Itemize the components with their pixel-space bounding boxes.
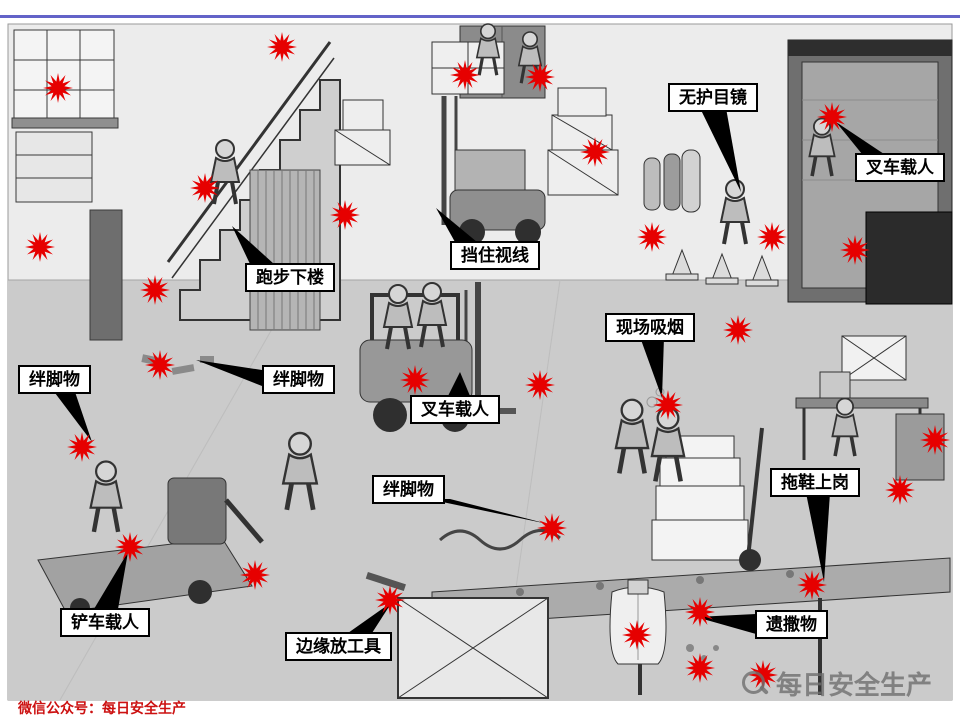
- hazard-label-tools-on-edge: 边缘放工具: [285, 632, 392, 661]
- box-stack-left: [334, 99, 391, 166]
- pallet-truck: [37, 477, 264, 618]
- left-shelving: [11, 29, 123, 341]
- dark-screen: [865, 211, 953, 305]
- hazard-label-trip-hazard-mid: 绊脚物: [262, 365, 335, 394]
- hazard-label-smoking-on-site: 现场吸烟: [605, 313, 695, 342]
- gas-cylinders: [643, 149, 701, 213]
- hazard-label-blocked-view: 挡住视线: [450, 241, 540, 270]
- hazard-label-forklift-riders-right: 叉车载人: [855, 153, 945, 182]
- hazard-label-slippers-on-duty: 拖鞋上岗: [770, 468, 860, 497]
- hand-truck: [739, 427, 764, 571]
- hazard-label-loader-riding: 铲车载人: [60, 608, 150, 637]
- hazard-label-spilled-objects: 遗撒物: [755, 610, 828, 639]
- traffic-cones: [665, 248, 779, 287]
- hazard-label-trip-hazard-left: 绊脚物: [18, 365, 91, 394]
- watermark: 每日安全生产: [740, 665, 932, 702]
- hazard-label-forklift-riders-center: 叉车载人: [410, 395, 500, 424]
- watermark-text: 每日安全生产: [775, 670, 932, 700]
- watermark-magnifier-icon: [740, 669, 770, 699]
- slide-accent-line: [0, 15, 960, 18]
- hazard-label-trip-hazard-center: 绊脚物: [372, 475, 445, 504]
- hazard-label-no-goggles: 无护目镜: [668, 83, 758, 112]
- hazard-label-running-down-stairs: 跑步下楼: [245, 263, 335, 292]
- wechat-footer-text: 微信公众号：每日安全生产: [18, 700, 186, 716]
- wooden-crate: [365, 571, 549, 699]
